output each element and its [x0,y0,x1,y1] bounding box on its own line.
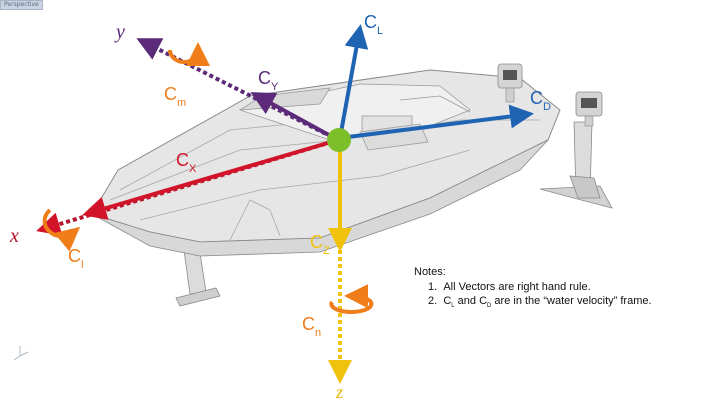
outboard-motor-left [497,63,523,103]
outboard-motor-right [575,91,603,127]
boat-illustration [91,63,613,307]
cx-label: CX [176,150,197,175]
hull-side [91,139,549,257]
cm-label: Cm [164,84,186,109]
cx-vector [82,138,339,220]
cy-label: CY [258,68,279,93]
x-axis-label: x [9,225,19,247]
front-foil [175,287,221,307]
cl-label: CL [364,12,383,37]
viewport-tab[interactable]: Perspective [0,0,43,10]
rear-foil-fin [569,175,601,199]
notes-title: Notes: [414,266,446,278]
cd-vector [339,104,534,140]
pitch-moment-arc [168,42,210,67]
cl-roll-label: Cl [68,246,83,271]
view-triad-icon [13,346,29,361]
cd-label: CD [530,88,551,113]
roll-moment-arc [42,208,81,252]
cz-label: CZ [310,232,330,257]
y-axis-label: y [114,21,125,43]
note-item: 2. CL and CD are in the “water velocity”… [428,295,652,310]
cl-vector [338,24,369,139]
cy-vector [250,92,339,142]
z-axis-label: z [335,382,343,402]
note-item: 1. All Vectors are right hand rule. [428,281,591,293]
notes-block: Notes: 1. All Vectors are right hand rul… [414,266,652,313]
center-of-gravity [327,128,351,152]
yaw-moment-arc [329,284,374,314]
cn-label: Cn [302,314,321,339]
